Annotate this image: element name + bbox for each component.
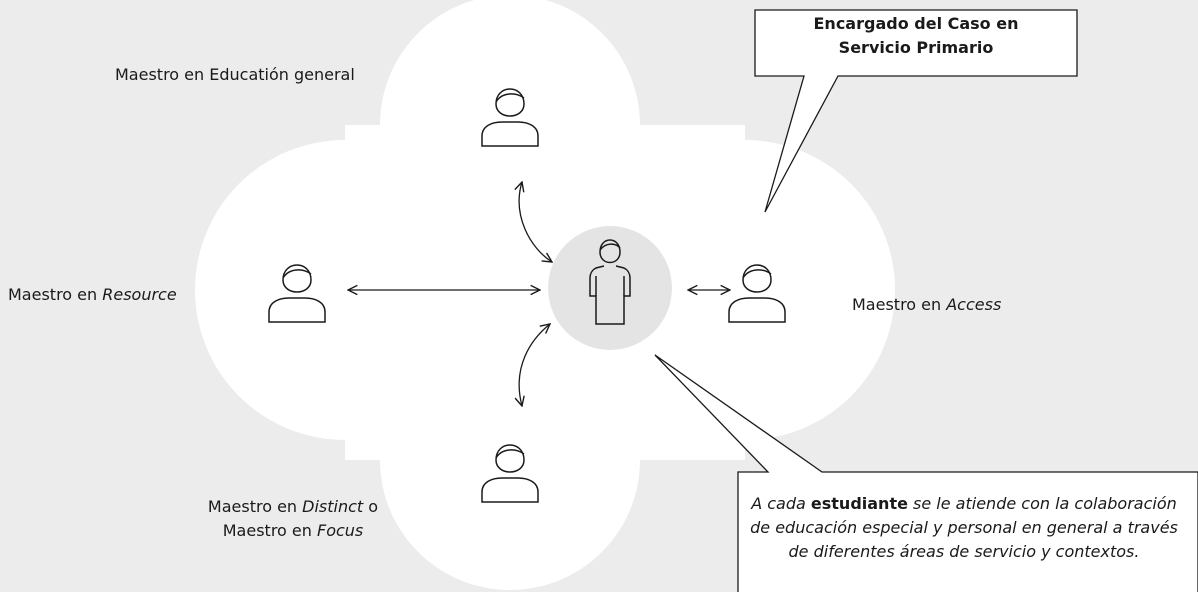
case-manager-callout-box xyxy=(754,9,1078,213)
arrow-general-student xyxy=(519,182,552,262)
label-distinct-focus: Maestro en Distinct o Maestro en Focus xyxy=(207,497,379,540)
arrow-distinct-student xyxy=(519,324,550,406)
case-manager-callout-text: Encargado del Caso en Servicio Primario xyxy=(813,14,1019,57)
label-resource: Maestro en Resource xyxy=(8,285,177,304)
student-callout-text: A cada estudiante se le atiende con la c… xyxy=(750,494,1178,561)
student-icon xyxy=(589,239,631,325)
label-general-education: Maestro en Educatión general xyxy=(115,65,355,84)
student-callout-box xyxy=(654,354,1198,592)
student-circle xyxy=(548,226,672,350)
label-access: Maestro en Access xyxy=(852,295,1002,314)
